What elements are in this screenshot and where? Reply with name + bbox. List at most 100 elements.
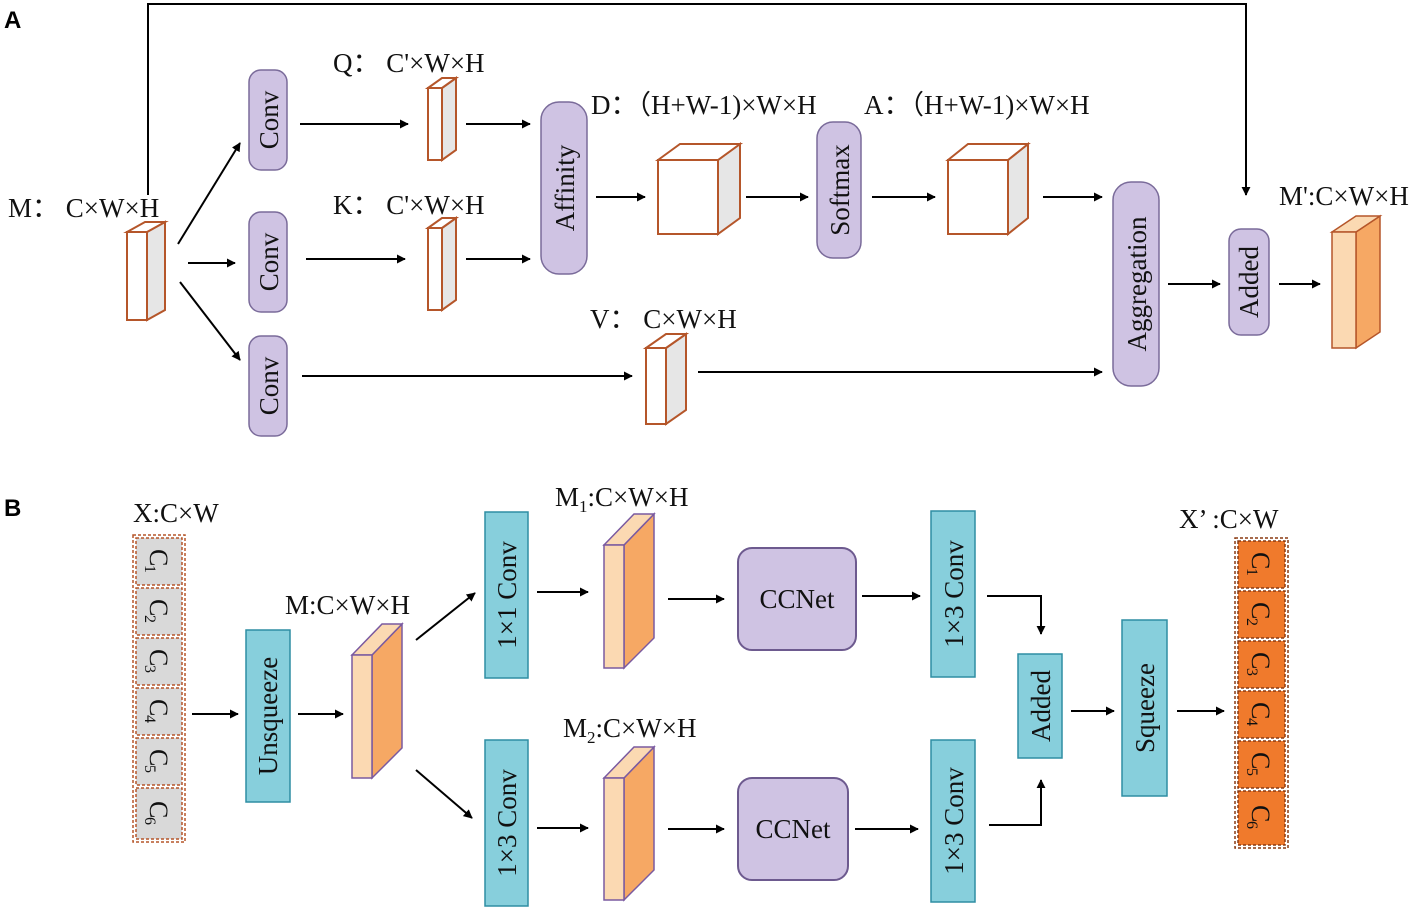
arrow-conv13-top-to-added (987, 595, 1046, 635)
input-cell-main: C (144, 549, 173, 566)
output-cell: C 3 (1237, 640, 1286, 689)
output-cell-main: C (1246, 805, 1275, 822)
arrow-m-to-conv-q (177, 142, 241, 245)
a-label: A：（H+W-1)×W×H (864, 90, 1090, 120)
output-sequence-x-prime: C 1 C 2 C 3 C 4 (1234, 537, 1289, 849)
affinity-text: Affinity (550, 144, 580, 231)
output-cell-main: C (1246, 652, 1275, 669)
arrow-m-to-conv13-bottom (415, 769, 473, 819)
conv-k-node: Conv (248, 211, 288, 313)
ccnet-top-text: CCNet (759, 584, 835, 614)
skip-connection-arrow (147, 3, 1251, 196)
softmax-text: Softmax (825, 144, 855, 236)
output-x-prime-label: X’ :C×W (1179, 504, 1279, 534)
m1-label-main: M (555, 482, 579, 512)
k-label: K： C'×W×H (333, 190, 485, 220)
conv-k-text: Conv (254, 232, 284, 291)
panel-a-letter: A (4, 7, 21, 34)
tensor-a-cube (945, 141, 1031, 237)
m2-label-rest: :C×W×H (596, 713, 697, 743)
m2-label-sub: 2 (587, 728, 596, 747)
tensor-m-b (350, 622, 404, 780)
d-label: D：（H+W-1)×W×H (591, 90, 817, 120)
conv-1x3-top-node: 1×3 Conv (930, 510, 976, 678)
output-cell-sub: 2 (1243, 618, 1260, 626)
input-cell-main: C (144, 749, 173, 766)
added-node-a: Added (1228, 228, 1270, 336)
output-cell-main: C (1246, 602, 1275, 619)
input-cell-sub: 2 (141, 615, 158, 623)
input-cell-main: C (144, 599, 173, 616)
input-cell: C 2 (135, 587, 183, 636)
added-b-text: Added (1026, 670, 1056, 742)
tensor-d-cube (654, 142, 744, 236)
tensor-m1 (602, 512, 656, 670)
affinity-node: Affinity (540, 101, 588, 275)
m2-label-main: M (563, 713, 587, 743)
softmax-node: Softmax (816, 121, 862, 259)
tensor-q (424, 76, 460, 162)
squeeze-text: Squeeze (1130, 663, 1160, 753)
input-cell: C 1 (135, 537, 183, 586)
input-cell-main: C (144, 801, 173, 818)
input-cell-sub: 5 (141, 765, 158, 773)
aggregation-text: Aggregation (1122, 216, 1152, 351)
output-m-prime-label: M':C×W×H (1279, 181, 1409, 211)
input-cell-sub: 6 (141, 817, 158, 825)
m1-label-sub: 1 (579, 497, 588, 516)
output-cell-main: C (1246, 552, 1275, 569)
output-cell: C 5 (1237, 740, 1286, 789)
conv-1x1-text: 1×1 Conv (492, 541, 522, 649)
conv-1x3-bottom-right-node: 1×3 Conv (930, 739, 976, 903)
tensor-m-prime-output (1329, 214, 1383, 350)
tensor-v (642, 332, 690, 426)
input-x-label: X:C×W (133, 498, 219, 528)
output-cell: C 6 (1237, 790, 1286, 846)
ccnet-bottom-text: CCNet (755, 814, 831, 844)
tensor-m-input (123, 220, 169, 322)
output-cell-main: C (1246, 702, 1275, 719)
q-label: Q： C'×W×H (333, 48, 485, 78)
input-cell-main: C (144, 649, 173, 666)
conv-1x3-bottom-right-text: 1×3 Conv (939, 767, 969, 875)
aggregation-node: Aggregation (1112, 181, 1160, 387)
input-cell: C 3 (135, 637, 183, 686)
panel-b-letter: B (4, 495, 21, 522)
conv-v-text: Conv (254, 356, 284, 415)
ccnet-bottom-node: CCNet (737, 777, 849, 881)
added-a-text: Added (1234, 246, 1264, 318)
arrow-m-to-conv-v (179, 281, 241, 361)
arrow-conv13-bottom-to-added (989, 779, 1046, 826)
input-cell: C 4 (135, 687, 183, 736)
output-cell-sub: 3 (1243, 668, 1260, 676)
conv-1x3-bottom-left-node: 1×3 Conv (484, 739, 529, 907)
ccnet-top-node: CCNet (737, 547, 857, 651)
squeeze-node: Squeeze (1121, 619, 1168, 797)
unsqueeze-text: Unsqueeze (253, 657, 283, 775)
conv-1x1-node: 1×1 Conv (484, 511, 529, 679)
input-cell-main: C (144, 699, 173, 716)
tensor-m2 (602, 745, 656, 902)
output-cell-sub: 5 (1243, 768, 1260, 776)
input-cell-sub: 4 (141, 715, 158, 723)
m1-label-rest: :C×W×H (588, 482, 689, 512)
added-node-b: Added (1017, 653, 1063, 759)
conv-1x3-top-text: 1×3 Conv (939, 540, 969, 648)
m1-label: M1:C×W×H (555, 482, 688, 516)
output-cell-sub: 4 (1243, 718, 1260, 726)
v-label: V： C×W×H (590, 304, 737, 334)
conv-q-text: Conv (254, 90, 284, 149)
output-cell: C 1 (1237, 540, 1286, 589)
input-cell: C 6 (135, 787, 183, 840)
conv-v-node: Conv (248, 335, 288, 437)
unsqueeze-node: Unsqueeze (245, 629, 291, 803)
output-cell: C 4 (1237, 690, 1286, 739)
input-cell-sub: 3 (141, 665, 158, 673)
output-cell-sub: 1 (1243, 568, 1260, 576)
conv-q-node: Conv (248, 69, 288, 171)
m2-label: M2:C×W×H (563, 713, 696, 747)
output-cell-sub: 6 (1243, 821, 1260, 829)
input-m-label: M： C×W×H (8, 193, 159, 223)
output-cell-main: C (1246, 752, 1275, 769)
